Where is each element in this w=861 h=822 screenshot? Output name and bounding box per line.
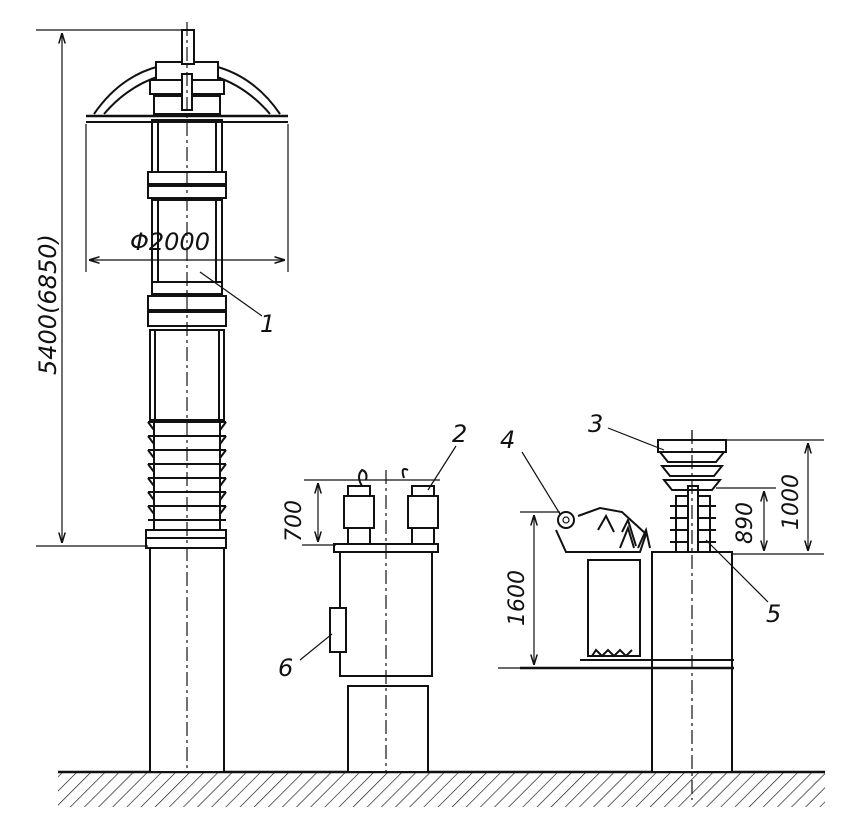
leader-part-3: 3 [588, 410, 665, 451]
terminal-box [329, 607, 347, 653]
right-equipment-group [520, 430, 734, 800]
support-height-label: 890 [733, 502, 758, 544]
dimension-shield-diameter: Φ2000 [85, 124, 289, 272]
part-2-label: 2 [452, 420, 467, 448]
dimension-1600: 1600 [498, 511, 560, 669]
middle-pedestal [347, 685, 429, 773]
dimension-total-height: 5400(6850) [34, 29, 188, 547]
part-1-label: 1 [260, 310, 275, 338]
leader-part-2: 2 [427, 420, 467, 491]
shield-diameter-label: Φ2000 [130, 228, 210, 256]
middle-transformer [304, 468, 440, 773]
part-4-label: 4 [500, 426, 515, 454]
part-3-label: 3 [588, 410, 603, 438]
part-5-label: 5 [766, 600, 781, 628]
bushing-right [401, 468, 439, 545]
arrester-cap [657, 430, 727, 491]
part-6-label: 6 [278, 654, 293, 682]
leader-part-6: 6 [278, 633, 333, 682]
ground [58, 770, 825, 807]
switch-body [587, 559, 641, 657]
leader-part-1: 1 [199, 271, 275, 338]
bushing-height-label: 700 [282, 500, 307, 542]
arrester-height-label: 1000 [779, 474, 804, 530]
dimension-1000: 1000 [726, 439, 824, 550]
bushing-left [343, 468, 375, 545]
operating-mechanism [555, 506, 651, 553]
tall-column-apparatus [86, 22, 288, 773]
frame-height-label: 1600 [505, 570, 530, 626]
leader-part-5: 5 [705, 539, 781, 628]
dimension-890: 890 [716, 487, 824, 555]
dimension-700: 700 [282, 484, 336, 546]
leader-part-4: 4 [500, 426, 561, 515]
support-insulator [670, 485, 716, 553]
total-height-label: 5400(6850) [34, 234, 62, 375]
